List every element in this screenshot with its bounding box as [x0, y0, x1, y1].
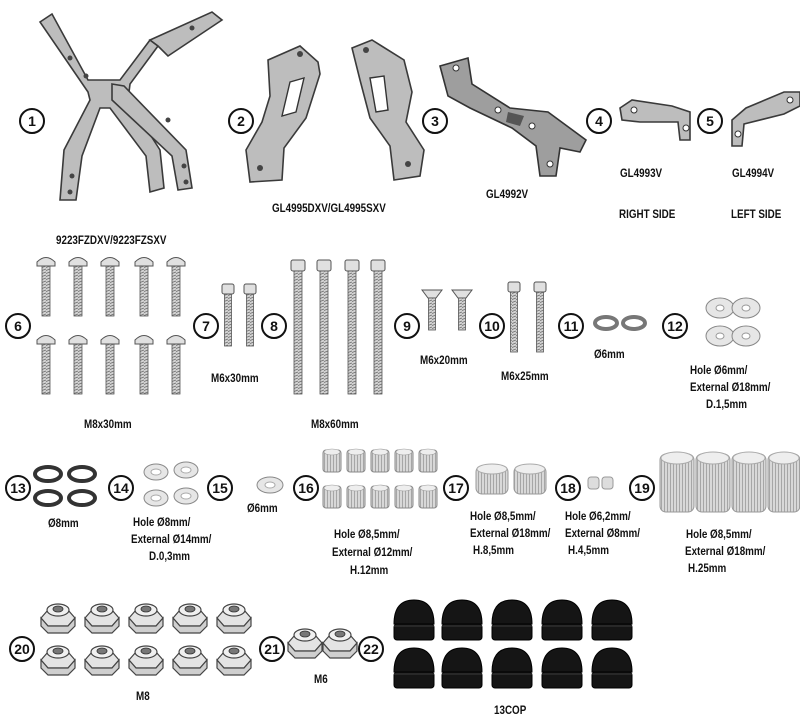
- label-18-line3: H.4,5mm: [568, 543, 610, 557]
- spacers-12mm: [322, 448, 438, 509]
- item-number-2: 2: [228, 108, 254, 134]
- label-17-line2: External Ø18mm/: [470, 526, 551, 540]
- label-18-line2: External Ø8mm/: [565, 526, 640, 540]
- label-16-line3: H.12mm: [350, 563, 389, 577]
- label-19-line1: Hole Ø8,5mm/: [686, 527, 752, 541]
- washers-14mm: [143, 461, 199, 507]
- item-number-17: 17: [443, 475, 469, 501]
- item-number-18: 18: [555, 475, 581, 501]
- item-number-15: 15: [207, 475, 233, 501]
- label-12-line2: External Ø18mm/: [690, 380, 771, 394]
- item-number-22: 22: [358, 636, 384, 662]
- label-gl4995: GL4995DXV/GL4995SXV: [272, 201, 386, 215]
- plate-gl4992: [439, 56, 588, 177]
- lock-washers-6: [593, 315, 647, 331]
- label-gl4992: GL4992V: [486, 187, 529, 201]
- label-12-line1: Hole Ø6mm/: [690, 363, 748, 377]
- label-m6-nut: M6: [314, 672, 328, 686]
- item-number-6: 6: [5, 313, 31, 339]
- label-gl4993: GL4993V: [620, 166, 663, 180]
- label-13cop: 13COP: [494, 703, 527, 717]
- item-number-14: 14: [108, 475, 134, 501]
- label-16-line1: Hole Ø8,5mm/: [334, 527, 400, 541]
- cap-nuts-13cop: [393, 599, 633, 689]
- washers-18mm: [705, 297, 761, 347]
- label-m6x30: M6x30mm: [211, 371, 259, 385]
- bracket-gl4995: [245, 39, 425, 183]
- item-number-9: 9: [394, 313, 420, 339]
- label-d6-washer: Ø6mm: [247, 501, 278, 515]
- item-number-20: 20: [9, 636, 35, 662]
- label-m6x25: M6x25mm: [501, 369, 549, 383]
- label-d8: Ø8mm: [48, 516, 79, 530]
- nuts-m6: [287, 628, 358, 659]
- label-14-line3: D.0,3mm: [149, 549, 191, 563]
- lock-washers-8: [33, 465, 97, 507]
- bolts-m6x25: [507, 281, 547, 353]
- label-left-side: LEFT SIDE: [731, 207, 782, 221]
- bolts-m6x20: [421, 289, 473, 331]
- item-number-13: 13: [5, 475, 31, 501]
- bracket-gl4993: [619, 99, 691, 141]
- label-17-line1: Hole Ø8,5mm/: [470, 509, 536, 523]
- item-number-19: 19: [629, 475, 655, 501]
- item-number-21: 21: [259, 636, 285, 662]
- label-gl4994: GL4994V: [732, 166, 775, 180]
- label-m6x20: M6x20mm: [420, 353, 468, 367]
- label-12-line3: D.1,5mm: [706, 397, 748, 411]
- spacers-8-5mm: [475, 463, 547, 495]
- label-14-line1: Hole Ø8mm/: [133, 515, 191, 529]
- nuts-m8: [40, 603, 252, 676]
- spacers-4-5mm: [587, 476, 614, 490]
- washer-6mm: [256, 476, 284, 494]
- label-d6-lock: Ø6mm: [594, 347, 625, 361]
- item-number-1: 1: [19, 108, 45, 134]
- frame-9223: [38, 11, 224, 201]
- label-19-line3: H.25mm: [688, 561, 727, 575]
- item-number-11: 11: [558, 313, 584, 339]
- spacers-25mm: [659, 451, 800, 513]
- label-17-line3: H.8,5mm: [473, 543, 515, 557]
- item-number-7: 7: [193, 313, 219, 339]
- label-m8x30: M8x30mm: [84, 417, 132, 431]
- item-number-3: 3: [422, 108, 448, 134]
- label-m8x60: M8x60mm: [311, 417, 359, 431]
- bolts-m8x30: [36, 257, 186, 395]
- label-right-side: RIGHT SIDE: [619, 207, 676, 221]
- item-number-16: 16: [293, 475, 319, 501]
- item-number-8: 8: [261, 313, 287, 339]
- label-m8-nut: M8: [136, 689, 150, 703]
- item-number-12: 12: [662, 313, 688, 339]
- item-number-10: 10: [479, 313, 505, 339]
- bracket-gl4994: [731, 91, 800, 147]
- label-14-line2: External Ø14mm/: [131, 532, 212, 546]
- label-19-line2: External Ø18mm/: [685, 544, 766, 558]
- label-18-line1: Hole Ø6,2mm/: [565, 509, 631, 523]
- bolts-m8x60: [290, 259, 386, 395]
- item-number-5: 5: [697, 108, 723, 134]
- item-number-4: 4: [586, 108, 612, 134]
- bolts-m6x30: [221, 283, 257, 347]
- label-9223: 9223FZDXV/9223FZSXV: [56, 233, 167, 247]
- label-16-line2: External Ø12mm/: [332, 545, 413, 559]
